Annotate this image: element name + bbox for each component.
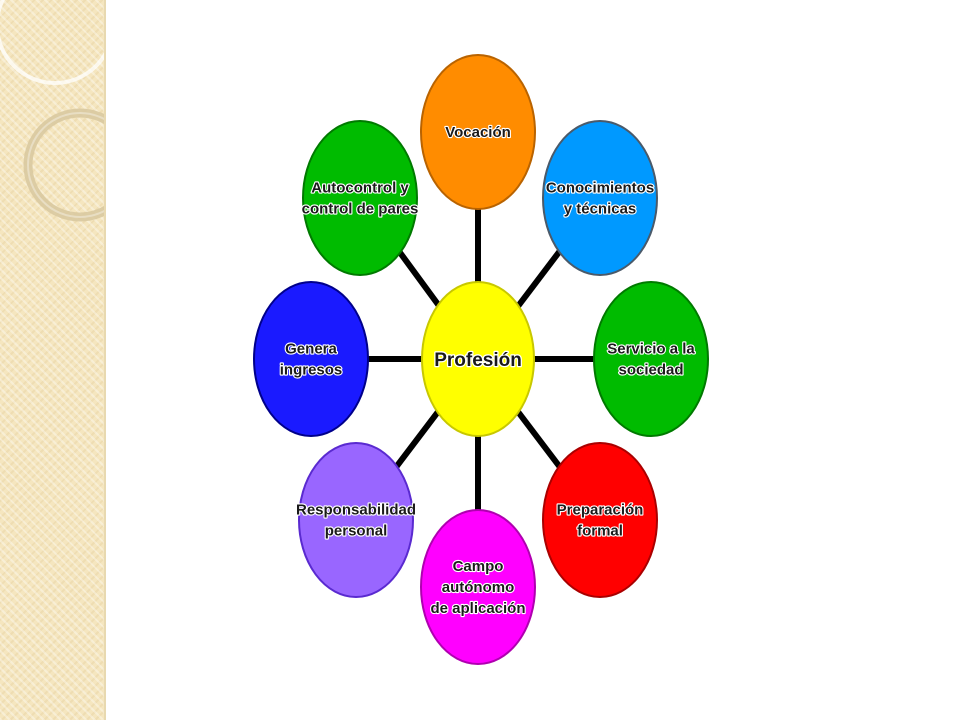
- node-ellipse-servicio: [593, 281, 709, 437]
- node-ellipse-campo: [420, 509, 536, 665]
- node-label-servicio: sociedad: [618, 362, 683, 379]
- node-ellipse-preparacion: [542, 442, 658, 598]
- center-label: Profesión: [434, 350, 522, 371]
- node-label-ingresos: ingresos: [280, 362, 343, 379]
- node-label-conocimientos: Conocimientos: [546, 180, 654, 197]
- node-label-conocimientos: y técnicas: [564, 201, 637, 218]
- decorative-side-band: [0, 0, 137, 720]
- node-label-autocontrol: Autocontrol y: [311, 180, 409, 197]
- node-ellipse-ingresos: [253, 281, 369, 437]
- node-ingresos: Genera ingresos: [253, 281, 369, 437]
- node-servicio: Servicio a la sociedad: [593, 281, 709, 437]
- node-label-autocontrol: control de pares: [302, 201, 419, 218]
- node-label-responsabilidad: Responsabilidad: [296, 502, 416, 519]
- node-label-vocacion: Vocación: [445, 124, 511, 141]
- center-node: Profesión: [421, 281, 535, 437]
- node-vocacion: Vocación: [420, 54, 536, 210]
- node-label-campo: Campo: [453, 558, 504, 575]
- center-ellipse: [421, 281, 535, 437]
- node-preparacion: Preparación formal: [542, 442, 658, 598]
- node-ellipse-conocimientos: [542, 120, 658, 276]
- node-ellipse-responsabilidad: [298, 442, 414, 598]
- node-label-servicio: Servicio a la: [607, 341, 695, 358]
- node-label-responsabilidad: personal: [325, 523, 388, 540]
- node-conocimientos: Conocimientos y técnicas: [542, 120, 658, 276]
- node-label-ingresos: Genera: [285, 341, 337, 358]
- node-responsabilidad: Responsabilidad personal: [295, 442, 417, 598]
- node-campo: Campo autónomo de aplicación: [420, 509, 536, 665]
- node-label-campo: autónomo: [442, 579, 515, 596]
- node-ellipse-vocacion: [420, 54, 536, 210]
- node-ellipse-autocontrol: [302, 120, 418, 276]
- node-label-preparacion: formal: [577, 523, 623, 540]
- node-label-campo: de aplicación: [430, 600, 525, 617]
- side-band-edge: [104, 0, 106, 720]
- node-label-preparacion: Preparación: [557, 502, 644, 519]
- node-autocontrol: Autocontrol y control de pares: [301, 120, 419, 276]
